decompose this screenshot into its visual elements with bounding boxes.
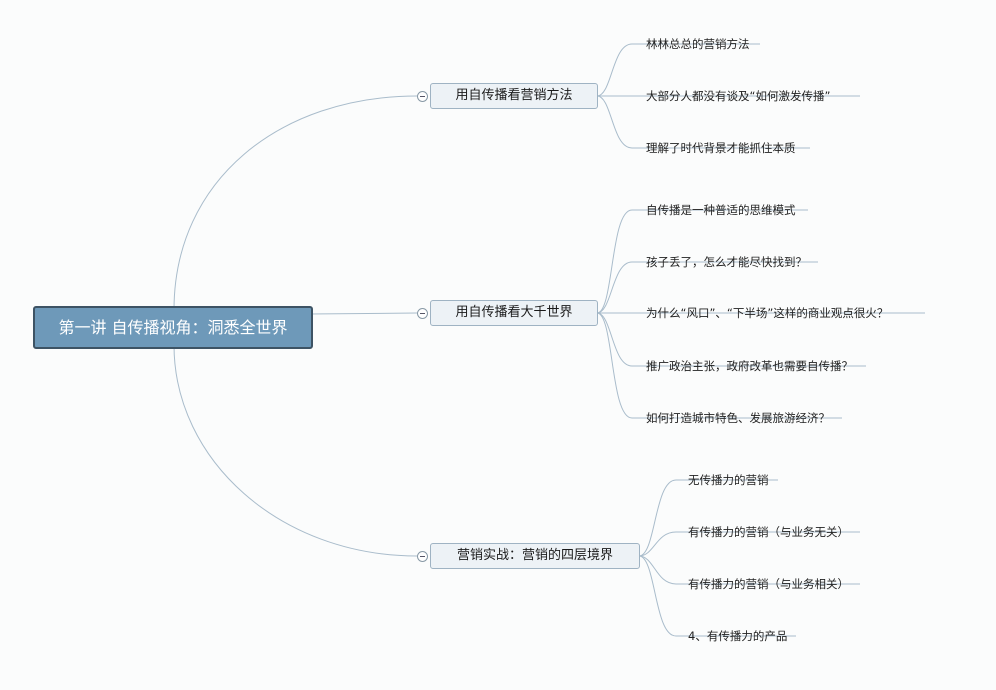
leaf-topic[interactable]: 有传播力的营销（与业务相关） <box>688 577 849 591</box>
branch-topic-2[interactable]: 用自传播看大千世界 <box>430 300 598 326</box>
leaf-topic[interactable]: 推广政治主张，政府改革也需要自传播？ <box>646 359 853 373</box>
leaf-topic[interactable]: 有传播力的营销（与业务无关） <box>688 525 849 539</box>
collapse-toggle-icon[interactable] <box>417 551 428 562</box>
branch-topic-1[interactable]: 用自传播看营销方法 <box>430 83 598 109</box>
collapse-toggle-icon[interactable] <box>417 308 428 319</box>
connector-b2-leaf-1 <box>596 209 808 314</box>
leaf-topic[interactable]: 大部分人都没有谈及“如何激发传播” <box>646 89 831 103</box>
connector-b3-leaf-2 <box>638 531 860 557</box>
leaf-topic[interactable]: 无传播力的营销 <box>688 473 769 487</box>
leaf-topic[interactable]: 理解了时代背景才能抓住本质 <box>646 141 796 155</box>
connector-b1-leaf-1 <box>596 43 760 97</box>
collapse-toggle-icon[interactable] <box>417 91 428 102</box>
connector-b2-leaf-2 <box>596 261 818 314</box>
connector-b3-leaf-1 <box>638 479 778 557</box>
leaf-topic[interactable]: 4、有传播力的产品 <box>688 629 788 643</box>
connector-b3-leaf-3 <box>638 555 860 585</box>
connector-b3-leaf-4 <box>638 555 796 637</box>
leaf-topic[interactable]: 自传播是一种普适的思维模式 <box>646 203 796 217</box>
leaf-topic[interactable]: 孩子丢了，怎么才能尽快找到？ <box>646 255 807 269</box>
connector-root-branch-3 <box>173 344 418 557</box>
branch-topic-3[interactable]: 营销实战：营销的四层境界 <box>430 543 640 569</box>
leaf-topic[interactable]: 林林总总的营销方法 <box>646 37 750 51</box>
leaf-topic[interactable]: 如何打造城市特色、发展旅游经济？ <box>646 411 830 425</box>
connector-root-branch-1 <box>173 95 418 311</box>
connector-root-branch-2 <box>308 312 418 315</box>
root-topic[interactable]: 第一讲 自传播视角：洞悉全世界 <box>33 306 313 349</box>
leaf-topic[interactable]: 为什么“风口”、“下半场”这样的商业观点很火？ <box>646 306 889 320</box>
connector-b2-leaf-5 <box>596 312 842 419</box>
connector-b1-leaf-3 <box>596 95 810 149</box>
connector-b2-leaf-4 <box>596 312 866 367</box>
